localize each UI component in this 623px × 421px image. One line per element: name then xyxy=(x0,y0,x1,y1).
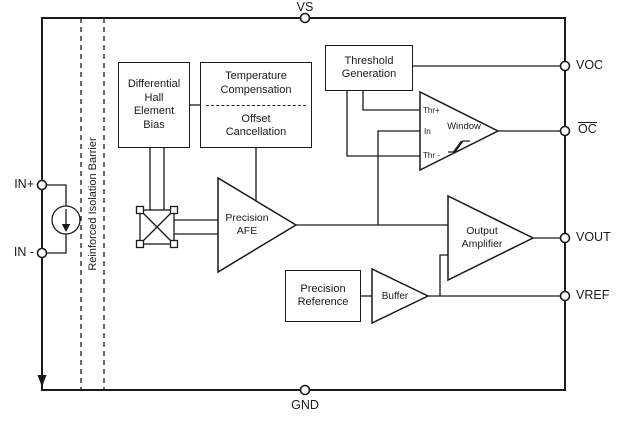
pin-in-minus xyxy=(36,247,48,259)
precision-afe-label: Precision AFE xyxy=(225,212,269,237)
pin-label-vout: VOUT xyxy=(576,230,611,244)
pin-label-vref: VREF xyxy=(576,288,610,302)
current-flow-arrow-icon xyxy=(37,375,47,387)
hall-contact-br xyxy=(169,239,179,249)
current-source-arrowhead xyxy=(61,224,71,232)
buffer-label: Buffer xyxy=(381,291,409,302)
pin-in-plus xyxy=(36,179,48,191)
window-comparator-triangle xyxy=(419,90,500,172)
current-source-icon xyxy=(51,205,81,235)
output-amplifier-label: Output Amplifier xyxy=(461,225,503,250)
pin-label-gnd: GND xyxy=(291,398,319,412)
hall-contact-tr xyxy=(169,205,179,215)
wire-hall-to-afe xyxy=(174,219,220,235)
hysteresis-icon xyxy=(448,140,470,153)
pin-voc xyxy=(559,60,571,72)
hall-contact-bl xyxy=(135,239,145,249)
pin-oc xyxy=(559,125,571,137)
output-amplifier-triangle xyxy=(447,194,535,282)
window-comparator-label: Window xyxy=(447,121,481,132)
isolation-barrier-label: Reinforced Isolation Barrier xyxy=(87,137,99,271)
wire-bias-to-hall xyxy=(149,146,165,210)
pin-vref xyxy=(559,290,571,302)
pin-gnd xyxy=(299,384,311,396)
hall-diagonal-2 xyxy=(139,209,175,245)
wire-afe-to-window-in xyxy=(377,130,420,225)
buffer-triangle xyxy=(371,267,430,325)
hall-element-icon xyxy=(135,205,179,249)
pin-label-voc: VOC xyxy=(576,58,604,72)
pin-vs xyxy=(299,12,311,24)
offset-cancellation-label: Offset Cancellation xyxy=(225,112,287,139)
wire-input-current-loop xyxy=(42,184,67,254)
precision-reference-block: Precision Reference xyxy=(285,270,361,322)
differential-hall-bias-block: Differential Hall Element Bias xyxy=(118,62,190,148)
hall-contact-tl xyxy=(135,205,145,215)
pin-label-in-plus: IN+ xyxy=(14,177,34,191)
thr-plus-input-label: Thr+ xyxy=(423,106,440,115)
threshold-generation-block: Threshold Generation xyxy=(325,45,413,91)
pin-label-oc: OC xyxy=(578,122,597,137)
temperature-compensation-label: Temperature Compensation xyxy=(220,70,292,96)
block-dashed-divider xyxy=(206,104,306,106)
in-input-label: In xyxy=(424,127,431,136)
temperature-compensation-block: Temperature Compensation Offset Cancella… xyxy=(200,62,312,148)
precision-afe-triangle xyxy=(217,176,298,274)
pin-label-in-minus: IN - xyxy=(13,245,34,259)
pin-label-oc-text: OC xyxy=(578,122,597,136)
pin-label-vs: VS xyxy=(296,0,314,14)
wire-threshold-to-thr-plus xyxy=(362,88,420,111)
thr-minus-input-label: Thr - xyxy=(423,151,440,160)
pin-vout xyxy=(559,232,571,244)
wire-vref-to-output-amp xyxy=(439,254,448,296)
wire-threshold-to-thr-minus xyxy=(346,88,420,157)
